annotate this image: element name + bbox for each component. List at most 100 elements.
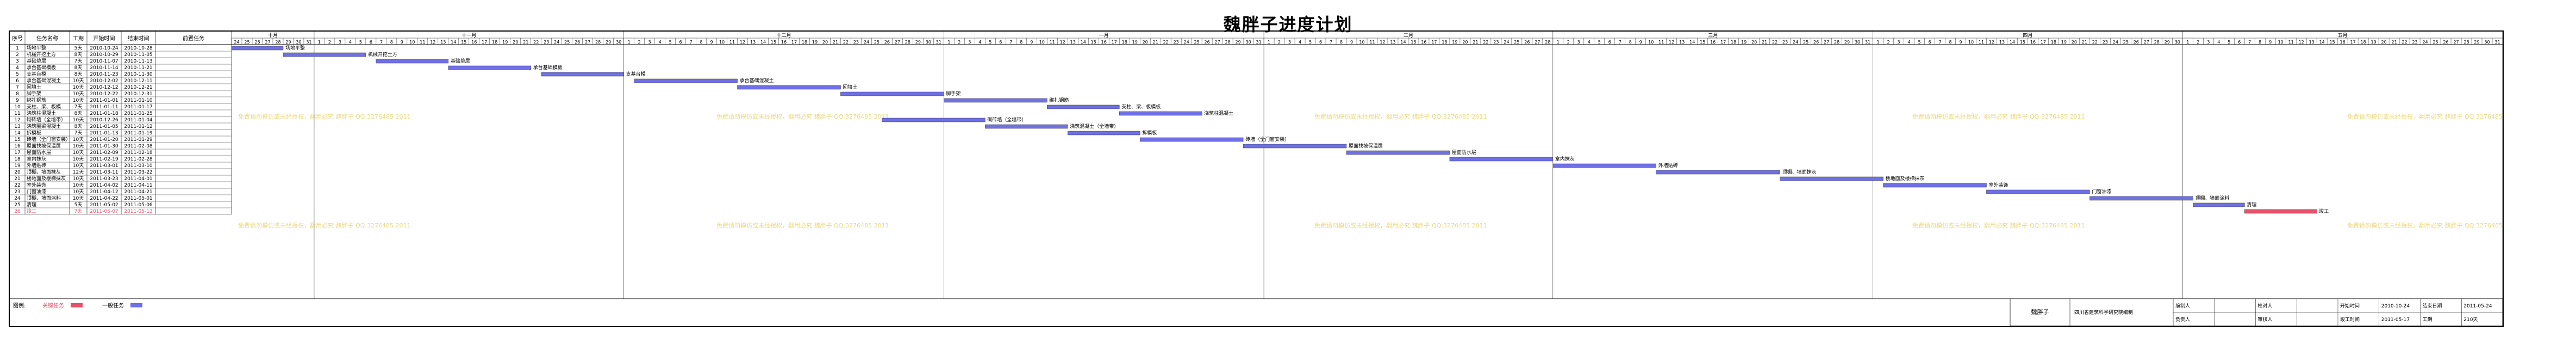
day-label: 6 [2238, 40, 2241, 45]
day-label: 23 [1782, 40, 1788, 45]
day-label: 20 [1751, 40, 1757, 45]
table-cell-3: 8天 [74, 124, 83, 130]
table-cell-4: 2011-04-02 [90, 183, 118, 188]
watermark-text: 免费请勿模仿或未经授权，翻用必究 魏胖子 QQ:3276485 2011 [238, 113, 411, 120]
task-bar-label: 室内抹灰 [1555, 156, 1575, 162]
table-cell-4: 2011-04-12 [90, 189, 118, 195]
task-bar [448, 65, 531, 70]
day-label: 25 [244, 40, 250, 45]
table-cell-1: 24 [14, 196, 21, 201]
day-label: 27 [1535, 40, 1540, 45]
table-header-5: 结束时间 [128, 35, 149, 42]
table-cell-2: 室内抹灰 [27, 156, 46, 162]
day-label: 7 [690, 40, 693, 45]
watermark-text: 免费请勿模仿或未经授权，翻用必究 魏胖子 QQ:3276485 2011 [716, 113, 889, 120]
day-label: 9 [1959, 40, 1962, 45]
day-label: 18 [2361, 40, 2366, 45]
day-label: 27 [2453, 40, 2459, 45]
table-cell-5: 2011-04-01 [124, 176, 152, 182]
day-label: 14 [2319, 40, 2325, 45]
day-label: 14 [2010, 40, 2015, 45]
task-bar-label: 承台基础混凝土 [740, 77, 774, 84]
table-cell-4: 2011-03-23 [90, 176, 118, 182]
day-label: 14 [451, 40, 456, 45]
table-cell-4: 2010-12-26 [90, 118, 118, 123]
task-bar [2244, 209, 2317, 214]
table-cell-4: 2011-03-01 [90, 163, 118, 169]
day-label: 17 [1431, 40, 1437, 45]
table-cell-3: 5天 [74, 46, 83, 51]
day-label: 30 [296, 40, 301, 45]
day-label: 28 [2463, 40, 2469, 45]
task-bar [737, 85, 841, 90]
legend-critical-swatch [71, 303, 83, 307]
day-label: 19 [1452, 40, 1457, 45]
day-label: 1 [2186, 40, 2189, 45]
table-cell-5: 2011-01-04 [124, 118, 153, 123]
task-bar [1449, 157, 1554, 162]
day-label: 15 [2020, 40, 2025, 45]
table-cell-5: 2011-01-29 [124, 137, 153, 143]
day-label: 14 [760, 40, 766, 45]
table-cell-2: 基础垫层 [27, 58, 46, 64]
day-label: 20 [822, 40, 828, 45]
table-cell-1: 25 [14, 202, 20, 208]
day-label: 3 [2207, 40, 2210, 45]
table-cell-1: 5 [16, 72, 19, 77]
table-cell-5: 2011-01-25 [124, 111, 152, 116]
watermark-text: 免费请勿模仿或未经授权，翻用必究 魏胖子 QQ:3276485 2011 [716, 221, 889, 229]
table-cell-4: 2010-11-14 [90, 65, 118, 71]
table-cell-3: 7天 [74, 209, 83, 214]
task-bar-label: 支柱、梁、板模板 [1121, 103, 1161, 110]
task-bar-label: 砖墙（全门窗安装） [1245, 136, 1289, 143]
task-bar-label: 承台基础模板 [533, 64, 563, 71]
table-cell-5: 2010-12-31 [124, 91, 152, 97]
day-label: 10 [409, 40, 415, 45]
table-cell-2: 支基台模 [27, 71, 46, 77]
day-label: 9 [2269, 40, 2272, 45]
day-label: 7 [380, 40, 383, 45]
day-label: 11 [1050, 40, 1055, 45]
table-cell-1: 21 [14, 176, 20, 182]
day-label: 21 [2392, 40, 2397, 45]
day-label: 5 [359, 40, 362, 45]
day-label: 19 [1132, 40, 1138, 45]
task-bar [1346, 150, 1450, 155]
task-bar [985, 124, 1068, 129]
day-label: 20 [1462, 40, 1468, 45]
day-label: 9 [710, 40, 713, 45]
day-label: 17 [482, 40, 487, 45]
table-cell-3: 10天 [73, 157, 84, 162]
table-cell-5: 2011-04-11 [124, 183, 152, 188]
day-label: 10 [1648, 40, 1654, 45]
table-cell-4: 2011-04-22 [90, 196, 118, 201]
day-label: 19 [502, 40, 508, 45]
table-cell-2: 场地平整 [27, 45, 46, 51]
day-label: 29 [915, 40, 921, 45]
day-label: 12 [1989, 40, 1994, 45]
day-label: 25 [1194, 40, 1200, 45]
day-label: 23 [2103, 40, 2108, 45]
day-label: 26 [254, 40, 260, 45]
info-cell: 2011-05-24 [2463, 304, 2492, 309]
table-cell-5: 2010-11-21 [124, 65, 152, 71]
day-label: 11 [1979, 40, 1984, 45]
day-label: 17 [791, 40, 797, 45]
day-label: 14 [1081, 40, 1086, 45]
day-label: 3 [648, 40, 651, 45]
day-label: 5 [669, 40, 672, 45]
day-label: 5 [1309, 40, 1312, 45]
table-header-6: 前置任务 [183, 35, 204, 42]
legend-critical-text: 关键任务 [42, 302, 64, 309]
day-label: 15 [771, 40, 776, 45]
day-label: 1 [1557, 40, 1560, 45]
table-cell-5: 2010-11-13 [124, 59, 152, 64]
day-label: 12 [2299, 40, 2304, 45]
chart-frame [9, 30, 2504, 327]
table-cell-3: 7天 [74, 59, 83, 64]
day-label: 24 [1504, 40, 1509, 45]
task-bar-label: 回填土 [843, 84, 857, 90]
task-bar [1139, 137, 1244, 142]
table-cell-5: 2011-04-21 [124, 189, 152, 195]
day-label: 30 [1855, 40, 1860, 45]
